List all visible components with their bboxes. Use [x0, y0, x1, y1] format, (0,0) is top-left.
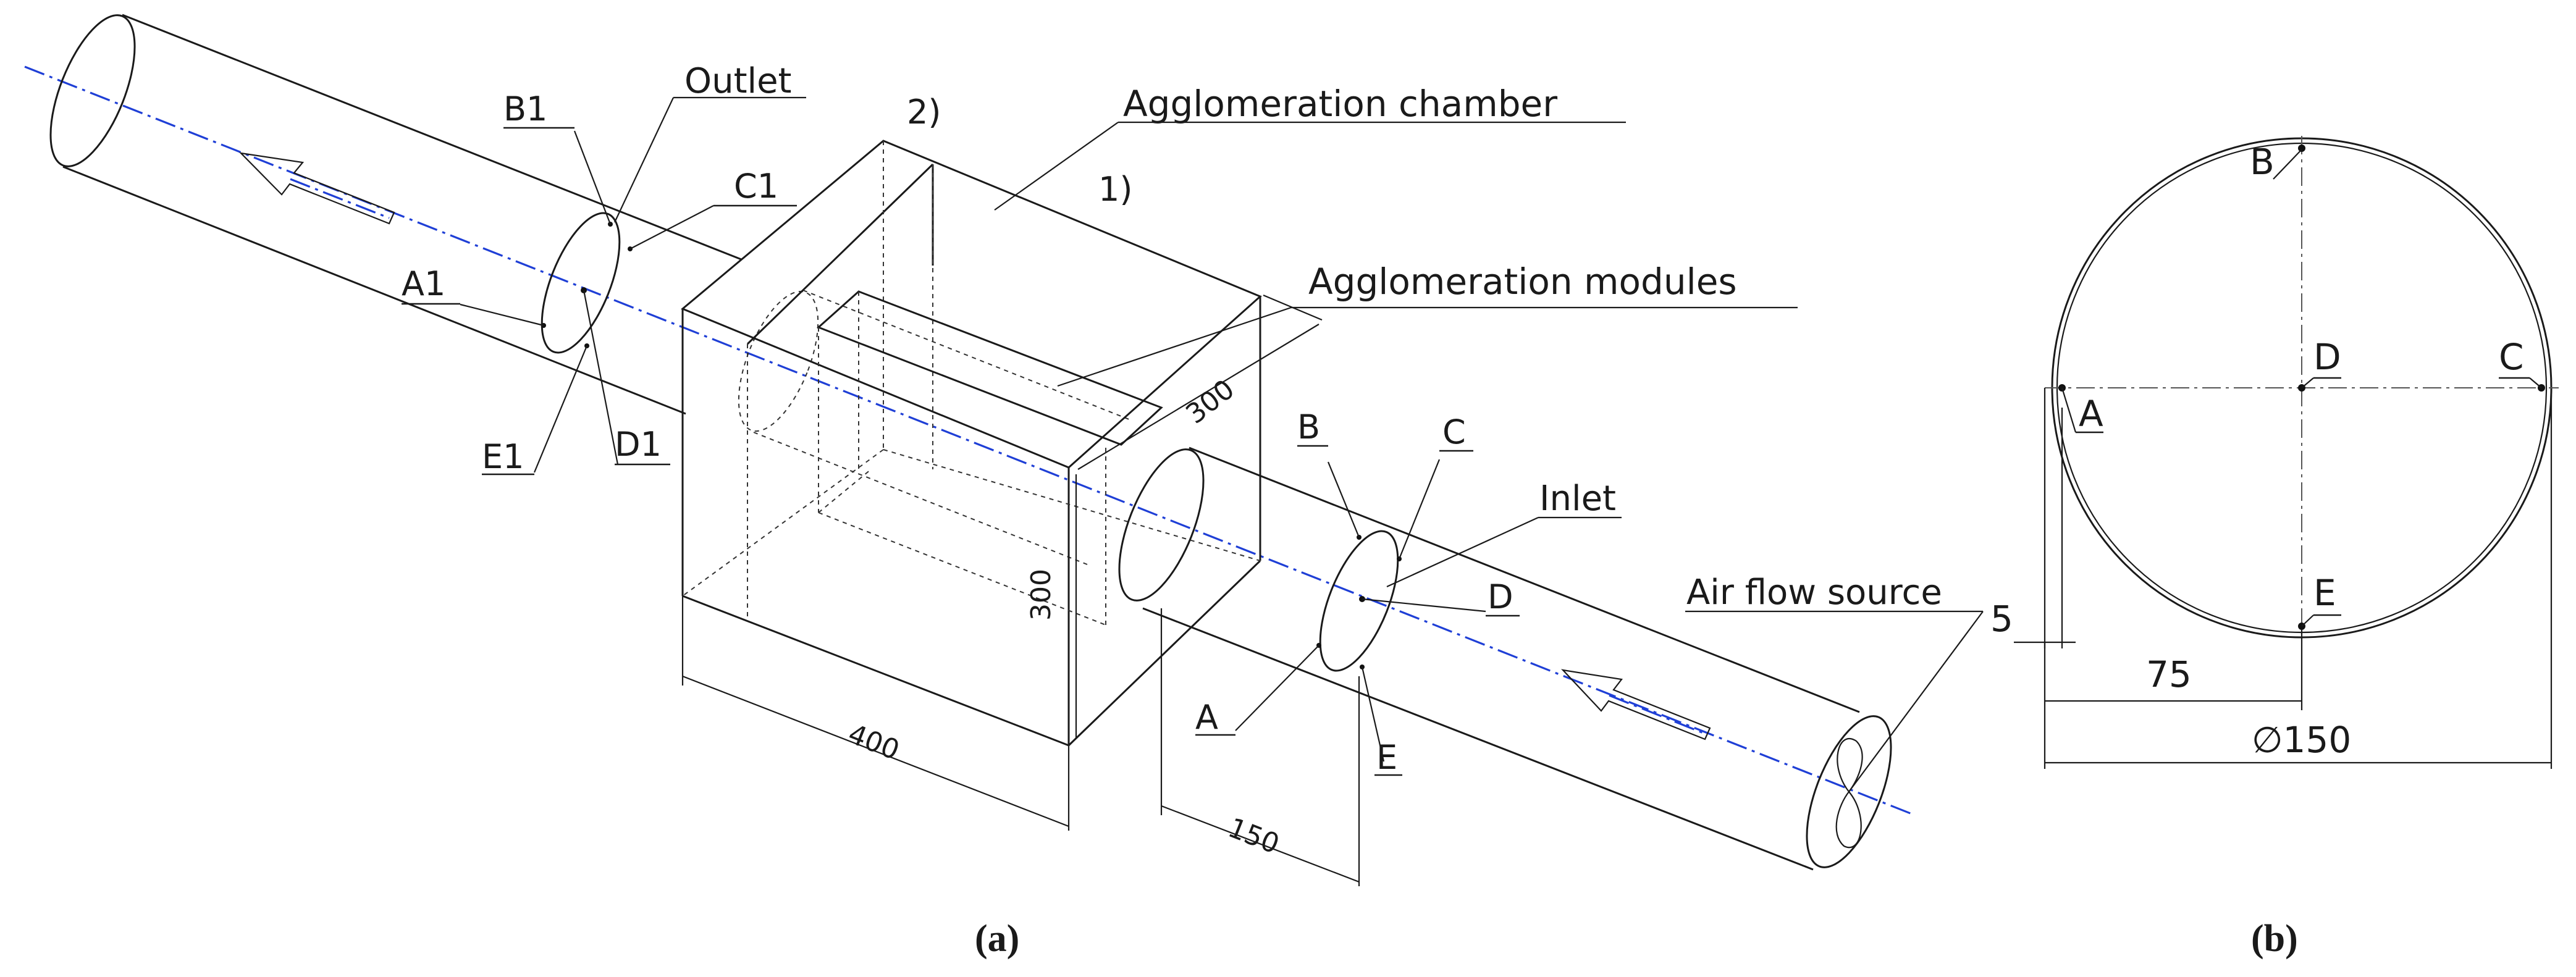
agglomeration-chamber-box: [681, 140, 1262, 747]
inlet-disk: [1319, 530, 1399, 672]
label-2: 2): [907, 93, 941, 132]
dim-inlet-offset: 150: [1160, 608, 1360, 886]
point-b1-label: B1: [503, 90, 547, 128]
point-a-label: A: [1195, 698, 1218, 737]
inlet-pipe-end: [1806, 715, 1892, 868]
section-point-d-label: D: [2313, 336, 2341, 378]
flow-axis: [24, 65, 1916, 816]
outlet-label: Outlet: [684, 61, 792, 101]
cross-section-drawing: B D C A E 5 75 ∅150: [1990, 136, 2559, 769]
leader-lines: [460, 96, 1984, 792]
dim-diameter-text: ∅150: [2252, 719, 2351, 761]
dim-radius-text: 75: [2146, 653, 2192, 695]
caption-b: (b): [2251, 918, 2298, 960]
point-c1-label: C1: [734, 167, 778, 206]
point-a1-label: A1: [402, 264, 445, 303]
dim-chamber-depth-text: 300: [1180, 374, 1240, 430]
outlet-pipe: [49, 14, 742, 415]
dim-chamber-height: 300: [1025, 474, 1077, 739]
fan-icon: [1835, 737, 1863, 849]
dim-chamber-depth: 300: [1077, 294, 1323, 470]
section-point-c-label: C: [2499, 336, 2524, 378]
outlet-flow-arrow: [238, 152, 395, 225]
point-d-label: D: [1488, 577, 1513, 616]
inlet-pipe: [1118, 447, 1892, 871]
dim-chamber-length-text: 400: [844, 718, 904, 766]
isometric-drawing: Outlet Agglomeration chamber Agglomerati…: [24, 14, 1984, 886]
dim-inlet-offset-text: 150: [1224, 812, 1284, 860]
agglomeration-module-box: [817, 290, 1163, 626]
section-point-e-label: E: [2313, 572, 2336, 614]
point-e1-label: E1: [482, 437, 524, 476]
section-point-b-label: B: [2250, 141, 2275, 183]
section-point-a-label: A: [2079, 393, 2103, 435]
inlet-flow-arrow: [1560, 669, 1711, 740]
agglomeration-chamber-label: Agglomeration chamber: [1123, 83, 1557, 125]
dim-chamber-length: 400: [681, 596, 1070, 831]
point-c-label: C: [1442, 413, 1466, 451]
inlet-label: Inlet: [1539, 479, 1616, 519]
point-b-label: B: [1297, 408, 1320, 447]
dim-wall-offset-text: 5: [1990, 598, 2013, 640]
label-1: 1): [1098, 170, 1132, 209]
dim-wall-offset: 5: [1990, 388, 2076, 648]
dim-diameter: ∅150: [2044, 395, 2553, 769]
hidden-pipe-end: [738, 290, 819, 432]
outlet-disk: [541, 212, 621, 354]
point-d1-label: D1: [615, 425, 662, 464]
caption-a: (a): [975, 918, 1019, 960]
dim-radius: 75: [2045, 630, 2303, 710]
air-flow-source-label: Air flow source: [1686, 572, 1942, 613]
dim-chamber-height-text: 300: [1025, 569, 1057, 621]
point-e-label: E: [1376, 738, 1397, 777]
agglomeration-modules-label: Agglomeration modules: [1308, 261, 1737, 303]
